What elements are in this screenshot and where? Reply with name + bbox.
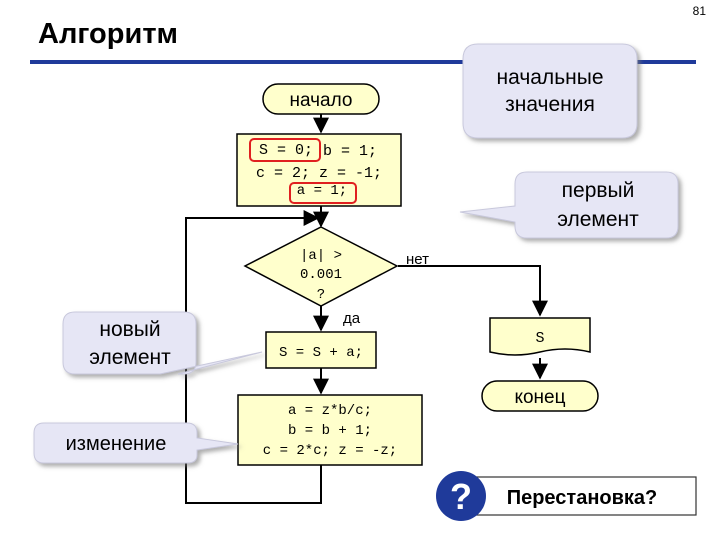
callout-initial-line2: значения <box>505 93 595 116</box>
highlight-a <box>289 182 357 204</box>
start-terminal: начало <box>262 83 380 115</box>
condition-diamond: |a| > 0.001 ? <box>243 226 399 307</box>
callout-initial-line1: начальные <box>497 66 604 89</box>
label-yes: да <box>343 310 361 327</box>
output-text: S <box>535 330 544 347</box>
question-icon <box>436 471 486 521</box>
init-a-text: a = 1; <box>297 183 347 199</box>
init-line2-text: c = 2; z = -1; <box>256 165 382 182</box>
start-label: начало <box>290 90 353 111</box>
callout-new-line1: новый <box>99 318 160 341</box>
condition-line2: 0.001 <box>300 267 342 283</box>
condition-line3: ? <box>317 287 325 303</box>
label-no: нет <box>406 251 429 268</box>
init-b-text: b = 1; <box>323 143 377 160</box>
sum-step-text: S = S + a; <box>279 345 363 361</box>
slide-number: 81 <box>692 4 706 18</box>
title-rule <box>30 60 696 64</box>
callout-new-line2: элемент <box>89 346 171 369</box>
connectors <box>185 112 548 504</box>
question-icon-glyph: ? <box>450 476 472 517</box>
question-text: Перестановка? <box>507 487 658 509</box>
callout-first-line2: элемент <box>557 208 639 231</box>
end-terminal: конец <box>481 380 599 412</box>
callout-change-text: изменение <box>66 433 167 455</box>
update-line1: a = z*b/c; <box>288 403 372 419</box>
update-block: a = z*b/c; b = b + 1; c = 2*c; z = -z; <box>237 394 423 466</box>
callout-initial-values: начальные значения <box>462 43 638 139</box>
condition-line1: |a| > <box>300 248 342 264</box>
end-label: конец <box>514 387 565 408</box>
callout-new-element: новый элемент <box>62 311 263 375</box>
highlight-s <box>249 138 321 162</box>
sum-step-block: S = S + a; <box>265 331 377 369</box>
update-line3: c = 2*c; z = -z; <box>263 443 397 459</box>
output-block: S <box>489 317 591 356</box>
callout-change: изменение <box>33 422 239 464</box>
slide-title: Алгоритм <box>38 18 178 50</box>
callout-first-element: первый элемент <box>459 171 679 239</box>
init-s-text: S = 0; <box>259 142 313 159</box>
callout-first-line1: первый <box>562 179 635 202</box>
question-box: ? Перестановка? <box>436 471 697 521</box>
init-block: S = 0; b = 1; c = 2; z = -1; a = 1; <box>236 133 402 207</box>
update-line2: b = b + 1; <box>288 423 372 439</box>
